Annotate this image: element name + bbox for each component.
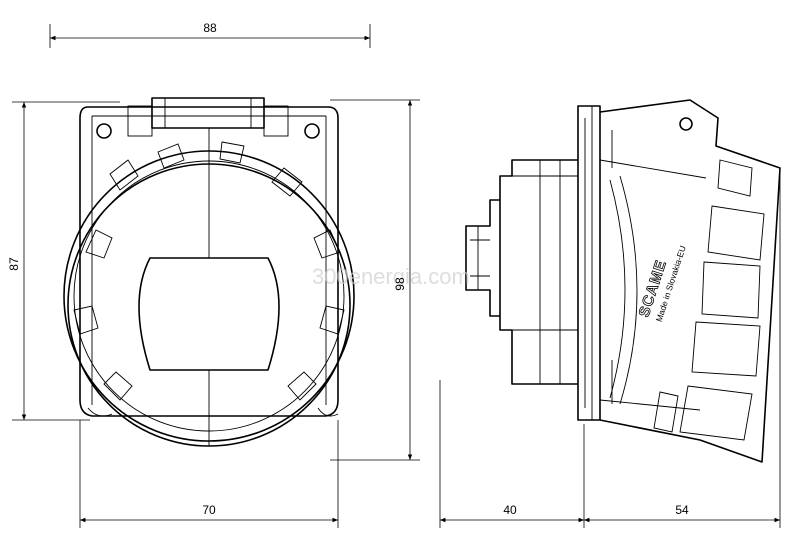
dim-depth-back: 54 (584, 170, 781, 528)
main-body (599, 99, 781, 463)
ring-teeth (73, 141, 345, 401)
brand-label-group: SCAME Made in Slovakia-EU (635, 244, 688, 323)
screw-hole-right (304, 123, 320, 139)
dim-depth-front: 40 (439, 380, 585, 528)
watermark: 300energia.com (312, 264, 470, 289)
dim-top-label: 88 (203, 21, 217, 35)
dim-bottom-label: 70 (202, 503, 216, 517)
dim-left: 87 (7, 101, 120, 421)
dim-depth-front-label: 40 (503, 503, 517, 517)
terminal-block (465, 199, 500, 317)
lid-slot (138, 257, 280, 371)
side-view: SCAME Made in Slovakia-EU (465, 99, 781, 463)
dim-top: 88 (49, 21, 371, 48)
ear-hole (679, 117, 693, 131)
mounting-plate (79, 106, 339, 417)
dim-depth-back-label: 54 (675, 503, 689, 517)
screw-hole-left (96, 123, 112, 139)
dim-right: 98 (330, 99, 420, 461)
hinge-block (151, 97, 265, 129)
dim-bottom: 70 (79, 420, 339, 528)
dim-left-label: 87 (7, 257, 21, 271)
side-teeth (653, 159, 765, 441)
flange (577, 105, 601, 421)
dim-right-label: 98 (393, 277, 407, 291)
front-view (63, 97, 355, 447)
rear-housing (499, 159, 578, 385)
